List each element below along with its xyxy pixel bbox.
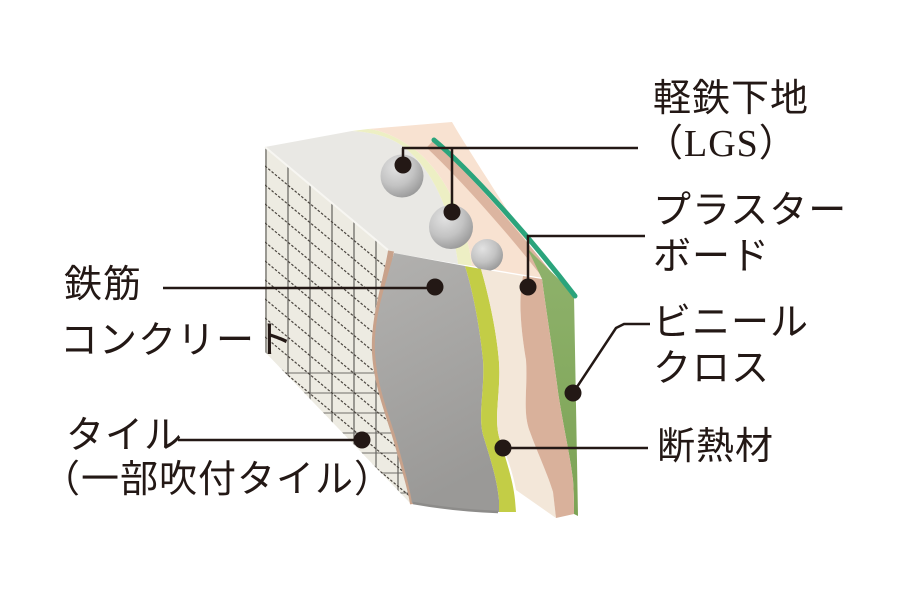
insulation-top-surface xyxy=(352,129,472,266)
anchor-dot-tile xyxy=(353,431,371,449)
tile-face xyxy=(265,147,410,503)
anchor-dot-vinyl-cloth xyxy=(564,384,582,402)
label-tile-line2: （一部吹付タイル） xyxy=(42,459,394,501)
concrete-bottom-edge xyxy=(412,501,499,514)
label-plasterboard-line1: プラスター xyxy=(653,190,848,232)
label-insulation: 断熱材 xyxy=(657,426,775,468)
anchor-dot-insulation xyxy=(494,439,512,457)
label-reinforced-concrete-line2: コンクリート xyxy=(60,320,295,362)
plasterboard-cut-face xyxy=(481,269,556,518)
insulation-cut-face xyxy=(465,266,516,512)
tile-grid-vertical-lines xyxy=(265,147,399,503)
leader-vinyl-cloth xyxy=(571,322,650,394)
plasterboard-edge-band xyxy=(520,276,574,518)
lgs-stud-2 xyxy=(429,205,473,249)
concrete-cut-face xyxy=(374,253,499,512)
label-lgs-line2: （LGS） xyxy=(645,123,798,165)
tile-top-corner-highlight xyxy=(264,146,389,251)
anchor-dot-plasterboard xyxy=(519,278,537,296)
lgs-stud-1 xyxy=(380,154,424,198)
cavity-top-surface xyxy=(368,122,545,278)
label-plasterboard-line2: ボード xyxy=(653,236,771,278)
label-lgs-line1: 軽鉄下地 xyxy=(653,78,810,120)
anchor-dot-lgs-2 xyxy=(443,203,461,221)
label-vinyl-cloth-line2: クロス xyxy=(653,348,771,390)
label-tile-line1: タイル xyxy=(66,415,184,457)
leader-plasterboard xyxy=(526,234,645,287)
anchor-dot-reinforced-concrete xyxy=(426,278,444,296)
anchor-dot-lgs-1 xyxy=(394,156,412,174)
lgs-stud-3 xyxy=(471,239,503,271)
vinyl-cloth-face xyxy=(527,248,578,516)
vinyl-top-edge xyxy=(431,137,578,299)
label-reinforced-concrete-line1: 鉄筋 xyxy=(64,264,143,306)
label-vinyl-cloth-line1: ビニール xyxy=(653,302,810,344)
